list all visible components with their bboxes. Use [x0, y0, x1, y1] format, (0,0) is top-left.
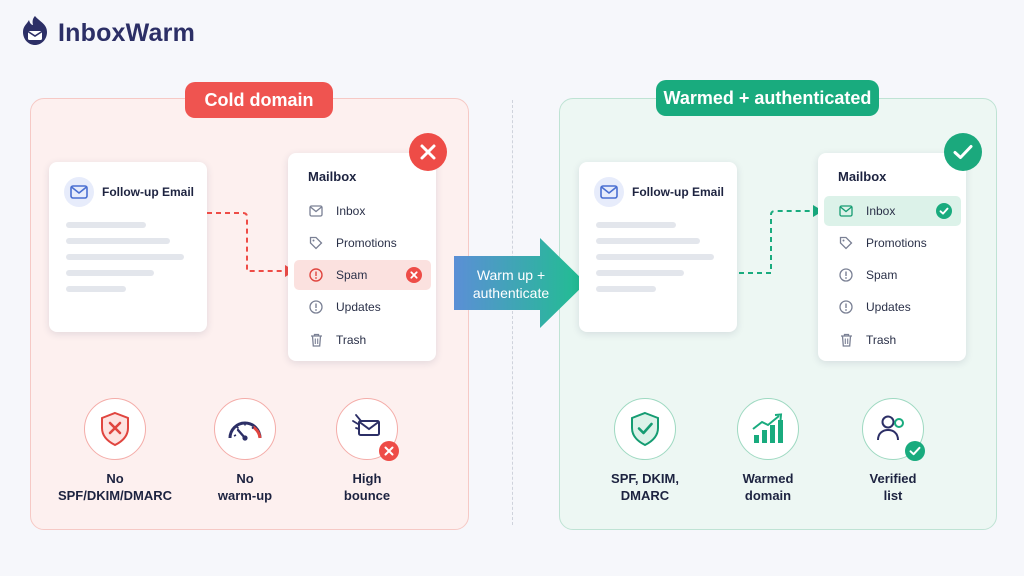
tag-icon: [838, 235, 854, 251]
email-card-title: Follow-up Email: [632, 185, 724, 199]
mailbox-item-spam[interactable]: Spam: [294, 260, 431, 290]
mailbox-item-label: Promotions: [866, 236, 927, 250]
mailbox-item-inbox[interactable]: Inbox: [294, 196, 431, 226]
warm-up-label: Warm up + authenticate: [455, 256, 567, 312]
text-line: [596, 222, 676, 228]
mailbox-item-trash[interactable]: Trash: [294, 325, 431, 355]
divider: [512, 100, 513, 525]
text-line: [66, 286, 126, 292]
info-icon: [838, 299, 854, 315]
mailbox-item-updates[interactable]: Updates: [294, 292, 431, 322]
warm-up-label-text: Warm up + authenticate: [472, 267, 550, 301]
envelope-logo-icon: [18, 14, 52, 53]
cold-email-card: Follow-up Email: [49, 162, 207, 332]
inbox-icon: [838, 203, 854, 219]
text-line: [596, 286, 656, 292]
email-card-title: Follow-up Email: [102, 185, 194, 199]
mailbox-item-label: Trash: [336, 333, 367, 347]
text-line: [596, 238, 700, 244]
bounce-mail-icon: [336, 398, 399, 461]
mailbox-item-label: Inbox: [336, 204, 366, 218]
brand-name: InboxWarm: [58, 19, 195, 47]
feature-label: Verified list: [869, 471, 917, 503]
trash-icon: [838, 332, 854, 348]
cold-route-arrow: [207, 212, 295, 277]
text-line: [596, 270, 684, 276]
mailbox-item-label: Inbox: [866, 204, 896, 218]
feature-verified-list: Verified list: [833, 398, 953, 504]
warm-email-card: Follow-up Email: [579, 162, 737, 332]
alert-icon: [838, 267, 854, 283]
mailbox-item-label: Spam: [336, 268, 368, 282]
shield-check-icon: [614, 398, 676, 460]
feature-no-auth: No SPF/DKIM/DMARC: [55, 398, 175, 504]
text-line: [596, 254, 714, 260]
cold-domain-title: Cold domain: [185, 82, 333, 118]
mailbox-title: Mailbox: [308, 169, 357, 184]
text-line: [66, 238, 170, 244]
mailbox-item-inbox[interactable]: Inbox: [824, 196, 961, 226]
mailbox-item-label: Updates: [336, 300, 381, 314]
mailbox-item-trash[interactable]: Trash: [824, 325, 961, 355]
feature-no-warmup: No warm-up: [185, 398, 305, 504]
feature-label: Warmed domain: [742, 471, 794, 503]
mailbox-item-label: Promotions: [336, 236, 397, 250]
cold-mailbox: Mailbox Inbox Promotions Spam Updates Tr…: [288, 153, 436, 361]
info-icon: [308, 299, 324, 315]
mail-icon: [594, 177, 624, 207]
warm-up-arrow: [454, 238, 586, 328]
feature-label: No SPF/DKIM/DMARC: [57, 471, 173, 503]
mail-icon: [64, 177, 94, 207]
tag-icon: [308, 235, 324, 251]
speedometer-icon: [214, 398, 276, 460]
text-line: [66, 270, 154, 276]
mailbox-item-updates[interactable]: Updates: [824, 292, 961, 322]
inbox-icon: [308, 203, 324, 219]
shield-x-icon: [84, 398, 146, 460]
growth-chart-icon: [737, 398, 799, 460]
mailbox-item-spam[interactable]: Spam: [824, 260, 961, 290]
feature-label: SPF, DKIM, DMARC: [611, 471, 679, 503]
alert-icon: [308, 267, 324, 283]
warm-route-arrow: [739, 205, 823, 274]
mailbox-item-label: Updates: [866, 300, 911, 314]
feature-warmed-domain: Warmed domain: [708, 398, 828, 504]
users-check-icon: [862, 398, 925, 461]
feature-label: High bounce: [343, 471, 391, 503]
warm-mailbox: Mailbox Inbox Promotions Spam Updates Tr…: [818, 153, 966, 361]
mailbox-title: Mailbox: [838, 169, 887, 184]
feature-label: No warm-up: [217, 471, 273, 503]
mailbox-item-promotions[interactable]: Promotions: [824, 228, 961, 258]
mailbox-item-promotions[interactable]: Promotions: [294, 228, 431, 258]
text-line: [66, 222, 146, 228]
fail-x-icon: [409, 133, 447, 171]
success-check-icon: [944, 133, 982, 171]
mailbox-item-label: Trash: [866, 333, 897, 347]
mailbox-item-label: Spam: [866, 268, 898, 282]
text-line: [66, 254, 184, 260]
trash-icon: [308, 332, 324, 348]
x-circle-icon: [406, 267, 422, 283]
feature-auth: SPF, DKIM, DMARC: [585, 398, 705, 504]
brand: InboxWarm: [18, 14, 195, 53]
feature-high-bounce: High bounce: [307, 398, 427, 504]
warmed-title: Warmed + authenticated: [656, 80, 879, 116]
check-circle-icon: [936, 203, 952, 219]
